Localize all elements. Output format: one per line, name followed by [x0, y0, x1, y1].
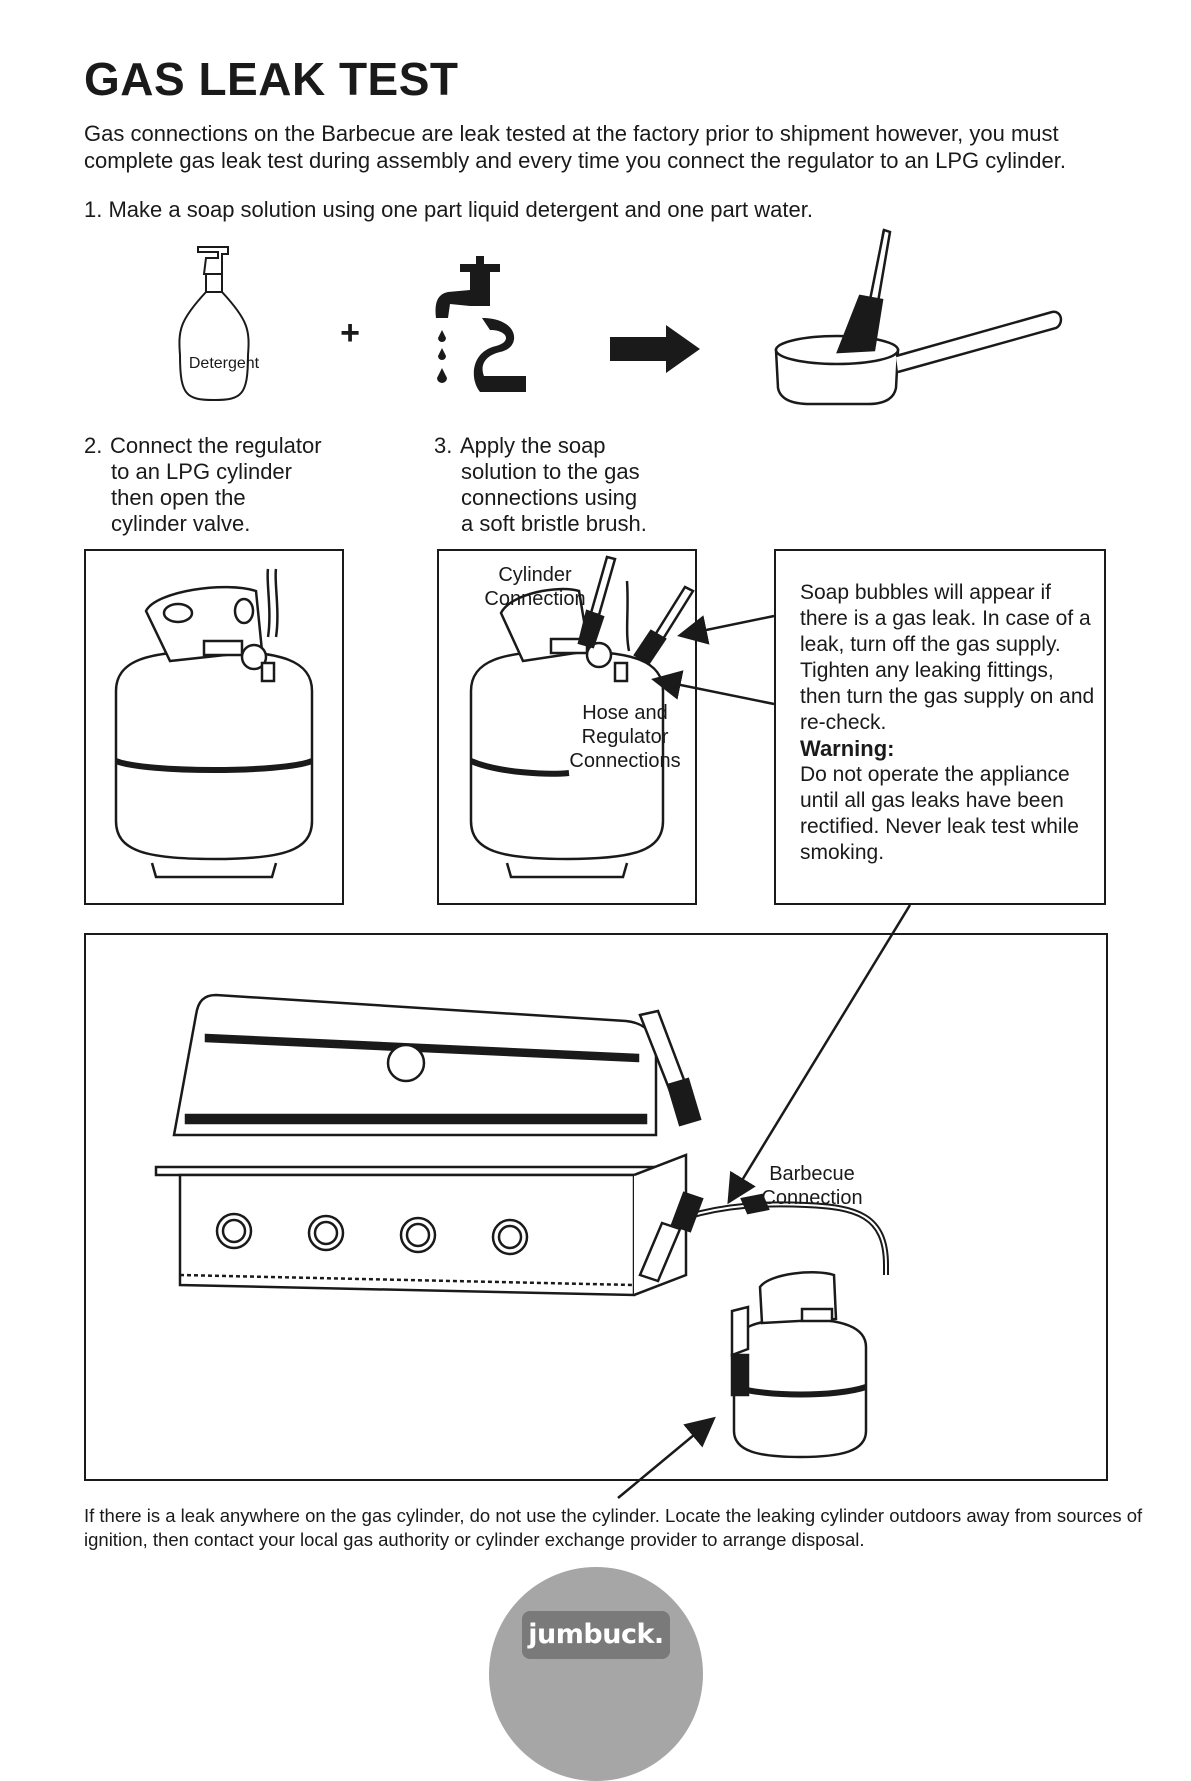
step-line: to an LPG cylinder [111, 459, 292, 484]
page-title: GAS LEAK TEST [84, 53, 459, 105]
step-number: 3. [434, 433, 453, 458]
arrow-right-icon [610, 325, 700, 373]
plus-sign: + [340, 314, 360, 352]
detergent-label: Detergent [189, 355, 260, 372]
step-line: connections using [461, 485, 638, 510]
cylinder-illustration-box [84, 549, 344, 905]
leak-instructions: Soap bubbles will appear if there is a g… [800, 581, 1095, 734]
barbecue-icon [154, 993, 889, 1459]
brand-badge [489, 1567, 703, 1781]
lpg-cylinder-icon [114, 568, 314, 879]
footer-note: If there is a leak anywhere on the gas c… [84, 1505, 1143, 1550]
step-3-text: 3. Apply the soap solution to the gas con… [434, 433, 647, 537]
step-line: Apply the soap [460, 433, 606, 458]
brand-logo: jumbuck. [522, 1611, 670, 1659]
intro-paragraph: Gas connections on the Barbecue are leak… [84, 121, 1066, 173]
step-line: cylinder valve. [111, 511, 251, 536]
step-line: Connect the regulator [110, 433, 322, 458]
step-line: then open the [111, 485, 246, 510]
warning-heading: Warning: [800, 736, 895, 761]
apply-soap-illustration-box [437, 549, 697, 905]
cylinder-with-brushes-icon [469, 555, 695, 879]
step-line: a soft bristle brush. [461, 511, 647, 536]
step-1-text: 1. Make a soap solution using one part l… [84, 197, 813, 222]
step-number: 2. [84, 433, 103, 458]
leak-info-text: Soap bubbles will appear if there is a g… [800, 580, 1100, 866]
soap-solution-illustration: Detergent + [178, 228, 1063, 406]
pan-with-brush-icon [774, 228, 1063, 406]
step-line: solution to the gas [461, 459, 640, 484]
step-2-text: 2. Connect the regulator to an LPG cylind… [84, 433, 322, 537]
barbecue-illustration-box [84, 933, 1108, 1481]
leak-info-box [774, 549, 1106, 905]
warning-text: Do not operate the appliance until all g… [800, 763, 1079, 864]
water-tap-icon [435, 256, 526, 392]
detergent-bottle-icon [178, 246, 250, 402]
